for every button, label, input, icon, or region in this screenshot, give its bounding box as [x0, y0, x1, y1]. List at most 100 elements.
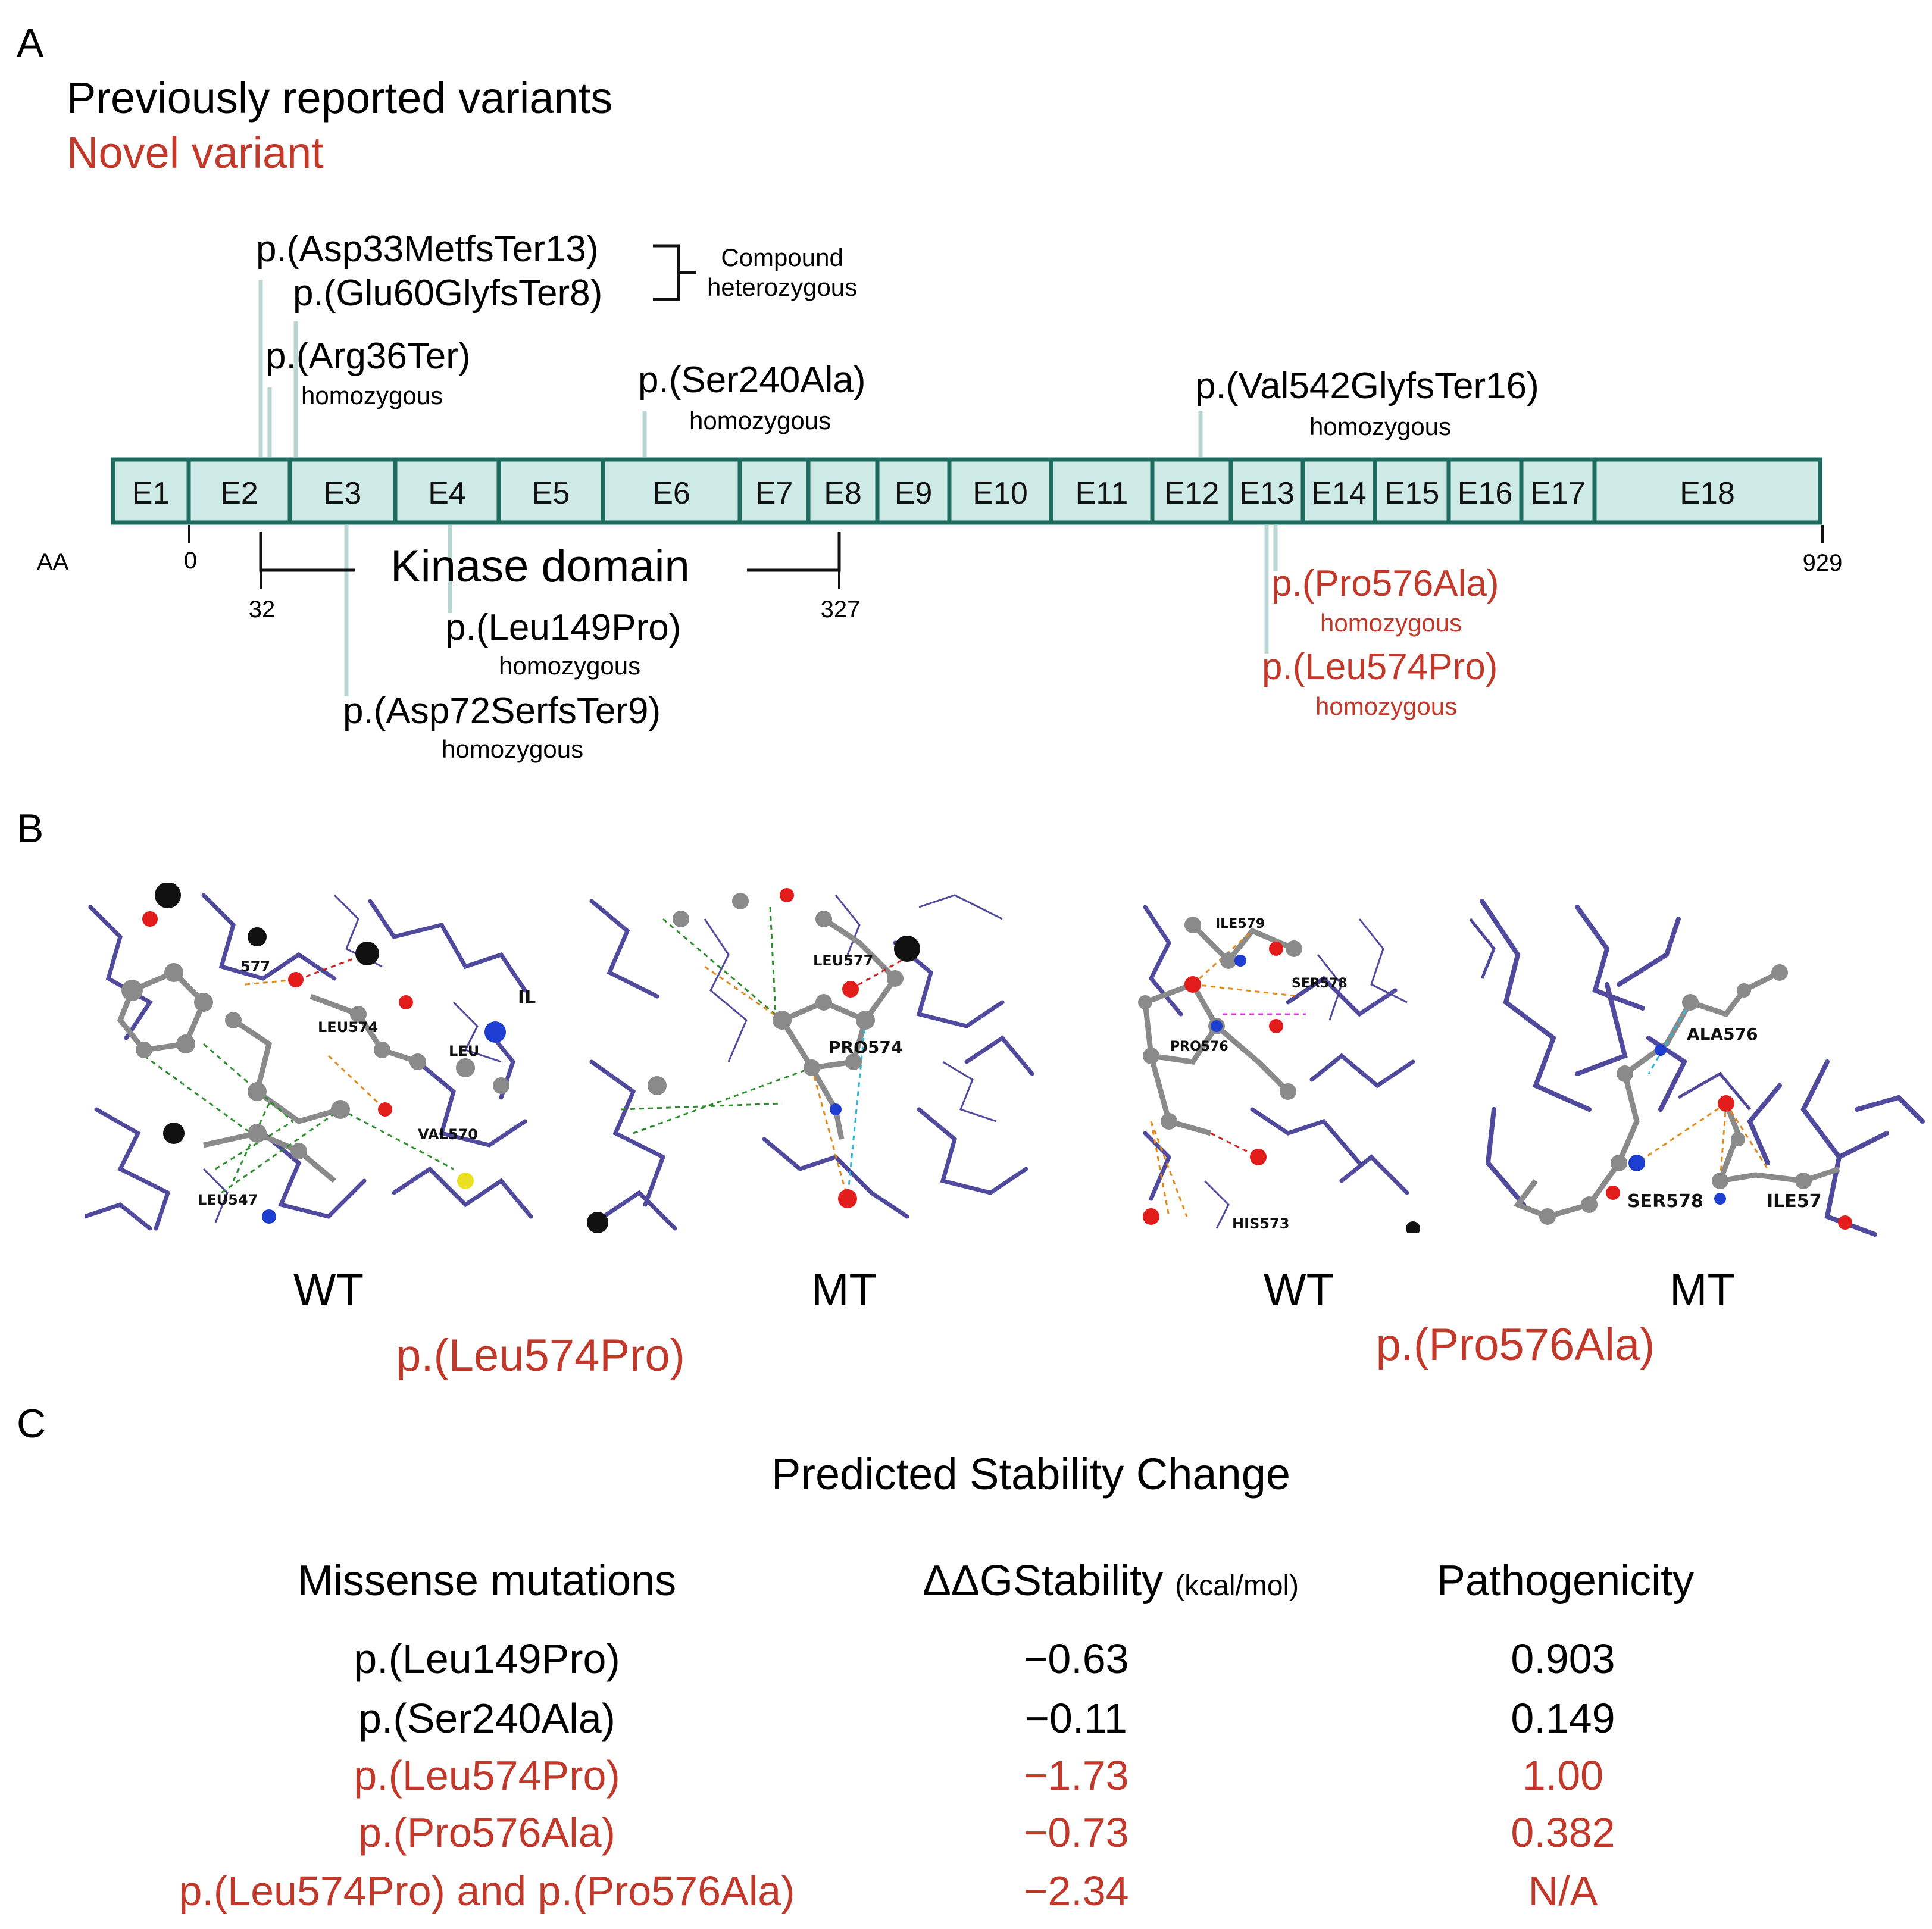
novel-variant-pro576-zygosity: homozygous [1320, 609, 1462, 637]
aa-tick-0: 0 [183, 548, 198, 574]
residue-label: SER578 [1292, 976, 1348, 991]
exon-box-e17 [1519, 457, 1597, 525]
exon-box-e11 [1049, 457, 1155, 525]
exon-box-e14 [1300, 457, 1377, 525]
novel-variant-leu574-zygosity: homozygous [1315, 692, 1458, 720]
structure-panel-pro576-wt: ILE579 SER578 PRO576 HIS573 [1133, 883, 1420, 1233]
residue-label: HIS573 [1232, 1215, 1290, 1232]
structure-panel-pro576-mt: ALA576 SER578 ILE57 [1470, 883, 1925, 1238]
compound-label: Compound heterozygous [707, 245, 857, 300]
caption-mutation-pro576ala: p.(Pro576Ala) [1375, 1320, 1655, 1370]
table-row-pathogenicity: N/A [1528, 1868, 1598, 1914]
compound-line1: Compound [721, 243, 843, 271]
exon-box-e15 [1373, 457, 1451, 525]
kinase-domain-label: Kinase domain [390, 541, 690, 592]
variant-arg36-zygosity: homozygous [301, 382, 443, 409]
table-row-pathogenicity: 1.00 [1522, 1752, 1604, 1799]
caption-wt-1: WT [293, 1265, 364, 1315]
compound-bracket [653, 244, 696, 301]
structure-render-4 [1470, 899, 1925, 1237]
table-row-mutation: p.(Leu574Pro) and p.(Pro576Ala) [179, 1868, 795, 1914]
structure-panel-leu574-mt: LEU577 PRO574 [586, 883, 1037, 1233]
residue-label: ALA576 [1687, 1024, 1758, 1044]
exon-label-e1: E1 [132, 476, 170, 511]
legend-previous: Previously reported variants [67, 73, 613, 123]
variant-ser240: p.(Ser240Ala) [638, 359, 866, 401]
exon-label-e18: E18 [1680, 476, 1735, 511]
residue-label: 577 [240, 958, 271, 975]
residue-label: PRO574 [829, 1037, 903, 1057]
exon-label-e2: E2 [220, 476, 258, 511]
variant-asp33: p.(Asp33MetfsTer13) [256, 229, 599, 270]
caption-wt-2: WT [1263, 1265, 1334, 1315]
variant-asp72: p.(Asp72SerfsTer9) [343, 690, 661, 731]
exon-label-e12: E12 [1164, 476, 1220, 511]
exon-label-e6: E6 [652, 476, 690, 511]
caption-mt-1: MT [811, 1265, 877, 1315]
residue-label: SER578 [1627, 1191, 1703, 1212]
compound-line2: heterozygous [707, 273, 858, 301]
residue-label: IL [518, 987, 536, 1008]
exon-label-e3: E3 [324, 476, 362, 511]
structure-render-2 [587, 888, 1034, 1233]
exon-label-e16: E16 [1458, 476, 1513, 511]
residue-label: PRO576 [1170, 1039, 1228, 1054]
residue-label: LEU [449, 1043, 480, 1059]
header-missense-mutations: Missense mutations [297, 1557, 677, 1605]
variant-leu149: p.(Leu149Pro) [445, 607, 681, 648]
variant-asp72-zygosity: homozygous [442, 735, 584, 763]
residue-label: LEU547 [198, 1192, 258, 1208]
panel-label-c: C [17, 1401, 46, 1446]
exon-label-e11: E11 [1076, 476, 1128, 511]
exon-box-e18 [1592, 457, 1822, 525]
table-row-pathogenicity: 0.903 [1511, 1636, 1615, 1682]
header-ddg-unit: (kcal/mol) [1175, 1570, 1299, 1602]
aa-label: AA [37, 549, 69, 575]
exon-label-e10: E10 [973, 476, 1028, 511]
exon-label-e9: E9 [895, 476, 933, 511]
legend-novel: Novel variant [67, 128, 324, 177]
variant-arg36: p.(Arg36Ter) [265, 336, 471, 377]
table-row-mutation: p.(Leu574Pro) [354, 1752, 620, 1799]
variant-leu149-zygosity: homozygous [499, 652, 641, 680]
variant-glu60: p.(Glu60GlyfsTer8) [293, 273, 603, 314]
residue-label: ILE579 [1215, 917, 1265, 931]
variant-val542: p.(Val542GlyfsTer16) [1195, 365, 1539, 407]
table-row-mutation: p.(Pro576Ala) [358, 1809, 615, 1856]
table-row-pathogenicity: 0.382 [1511, 1809, 1615, 1856]
header-pathogenicity: Pathogenicity [1436, 1557, 1695, 1605]
exon-label-e5: E5 [532, 476, 570, 511]
structure-render-1 [85, 883, 533, 1231]
novel-variant-leu574: p.(Leu574Pro) [1262, 646, 1498, 687]
variant-val542-zygosity: homozygous [1309, 412, 1452, 440]
residue-label: LEU577 [813, 952, 874, 969]
table-row-ddg: −0.11 [1025, 1695, 1127, 1742]
caption-mt-2: MT [1670, 1265, 1735, 1315]
table-row-pathogenicity: 0.149 [1511, 1695, 1615, 1742]
exon-label-e7: E7 [755, 476, 793, 511]
table-row-ddg: −1.73 [1023, 1752, 1129, 1799]
header-ddg: ΔΔGStability (kcal/mol) [923, 1559, 1299, 1602]
panel-label-b: B [17, 806, 44, 851]
table-title: Predicted Stability Change [771, 1449, 1291, 1499]
table-row-mutation: p.(Ser240Ala) [358, 1695, 615, 1742]
variant-ser240-zygosity: homozygous [689, 407, 831, 434]
exon-box-e10 [947, 457, 1053, 525]
aa-tick-32: 32 [248, 596, 276, 623]
variant-stick-lines [188, 244, 1824, 696]
exon-label-e15: E15 [1384, 476, 1440, 511]
exon-label-e8: E8 [824, 476, 862, 511]
aa-tick-929: 929 [1802, 550, 1843, 576]
caption-mutation-leu574pro: p.(Leu574Pro) [396, 1330, 685, 1381]
exon-label-e14: E14 [1311, 476, 1367, 511]
aa-tick-327: 327 [820, 596, 861, 623]
panel-label-a: A [17, 20, 44, 65]
table-row-ddg: −0.73 [1023, 1809, 1129, 1856]
structure-panel-leu574-wt: LEU574 LEU547 VAL570 IL LEU 577 [85, 883, 537, 1233]
novel-variant-pro576: p.(Pro576Ala) [1271, 563, 1499, 604]
exon-box-e6 [601, 457, 742, 525]
exon-box-e13 [1228, 457, 1305, 525]
residue-label: LEU574 [318, 1019, 379, 1036]
exon-label-e17: E17 [1530, 476, 1586, 511]
